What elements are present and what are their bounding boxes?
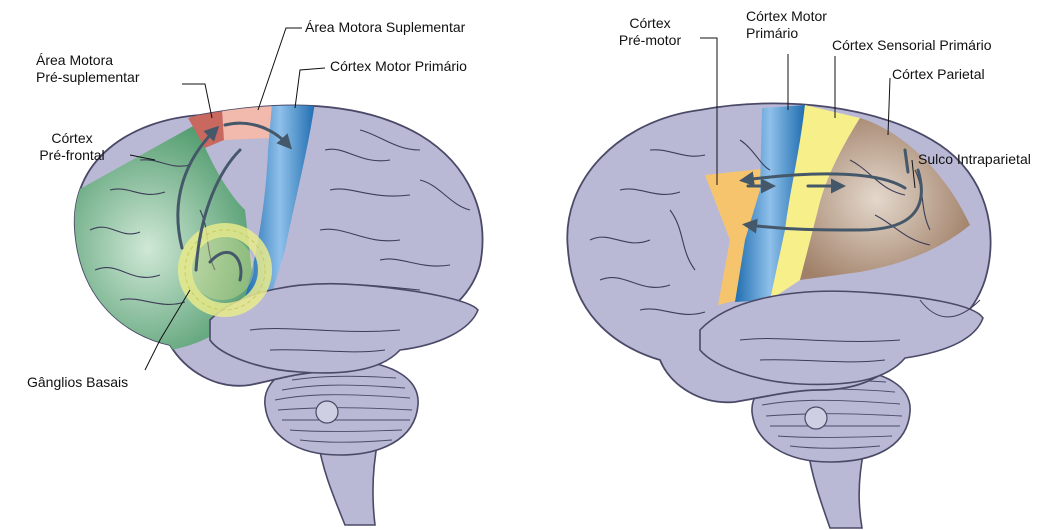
right-pons-knob	[805, 407, 827, 429]
right-temporal-lobe	[700, 291, 983, 384]
left-brain	[60, 102, 483, 525]
label-premotor: Córtex Pré-motor	[600, 15, 700, 49]
label-left-m1: Córtex Motor Primário	[330, 58, 467, 75]
label-s1: Córtex Sensorial Primário	[832, 37, 992, 54]
label-prefrontal: Córtex Pré-frontal	[20, 130, 124, 164]
label-ips: Sulco Intraparietal	[918, 151, 1031, 168]
label-sma: Área Motora Suplementar	[305, 19, 465, 36]
label-right-m1: Córtex Motor Primário	[746, 8, 827, 42]
label-presma: Área Motora Pré-suplementar	[36, 52, 140, 86]
left-pons-knob	[316, 401, 338, 423]
label-basal-ganglia: Gânglios Basais	[27, 374, 128, 391]
label-parietal: Córtex Parietal	[892, 66, 985, 83]
